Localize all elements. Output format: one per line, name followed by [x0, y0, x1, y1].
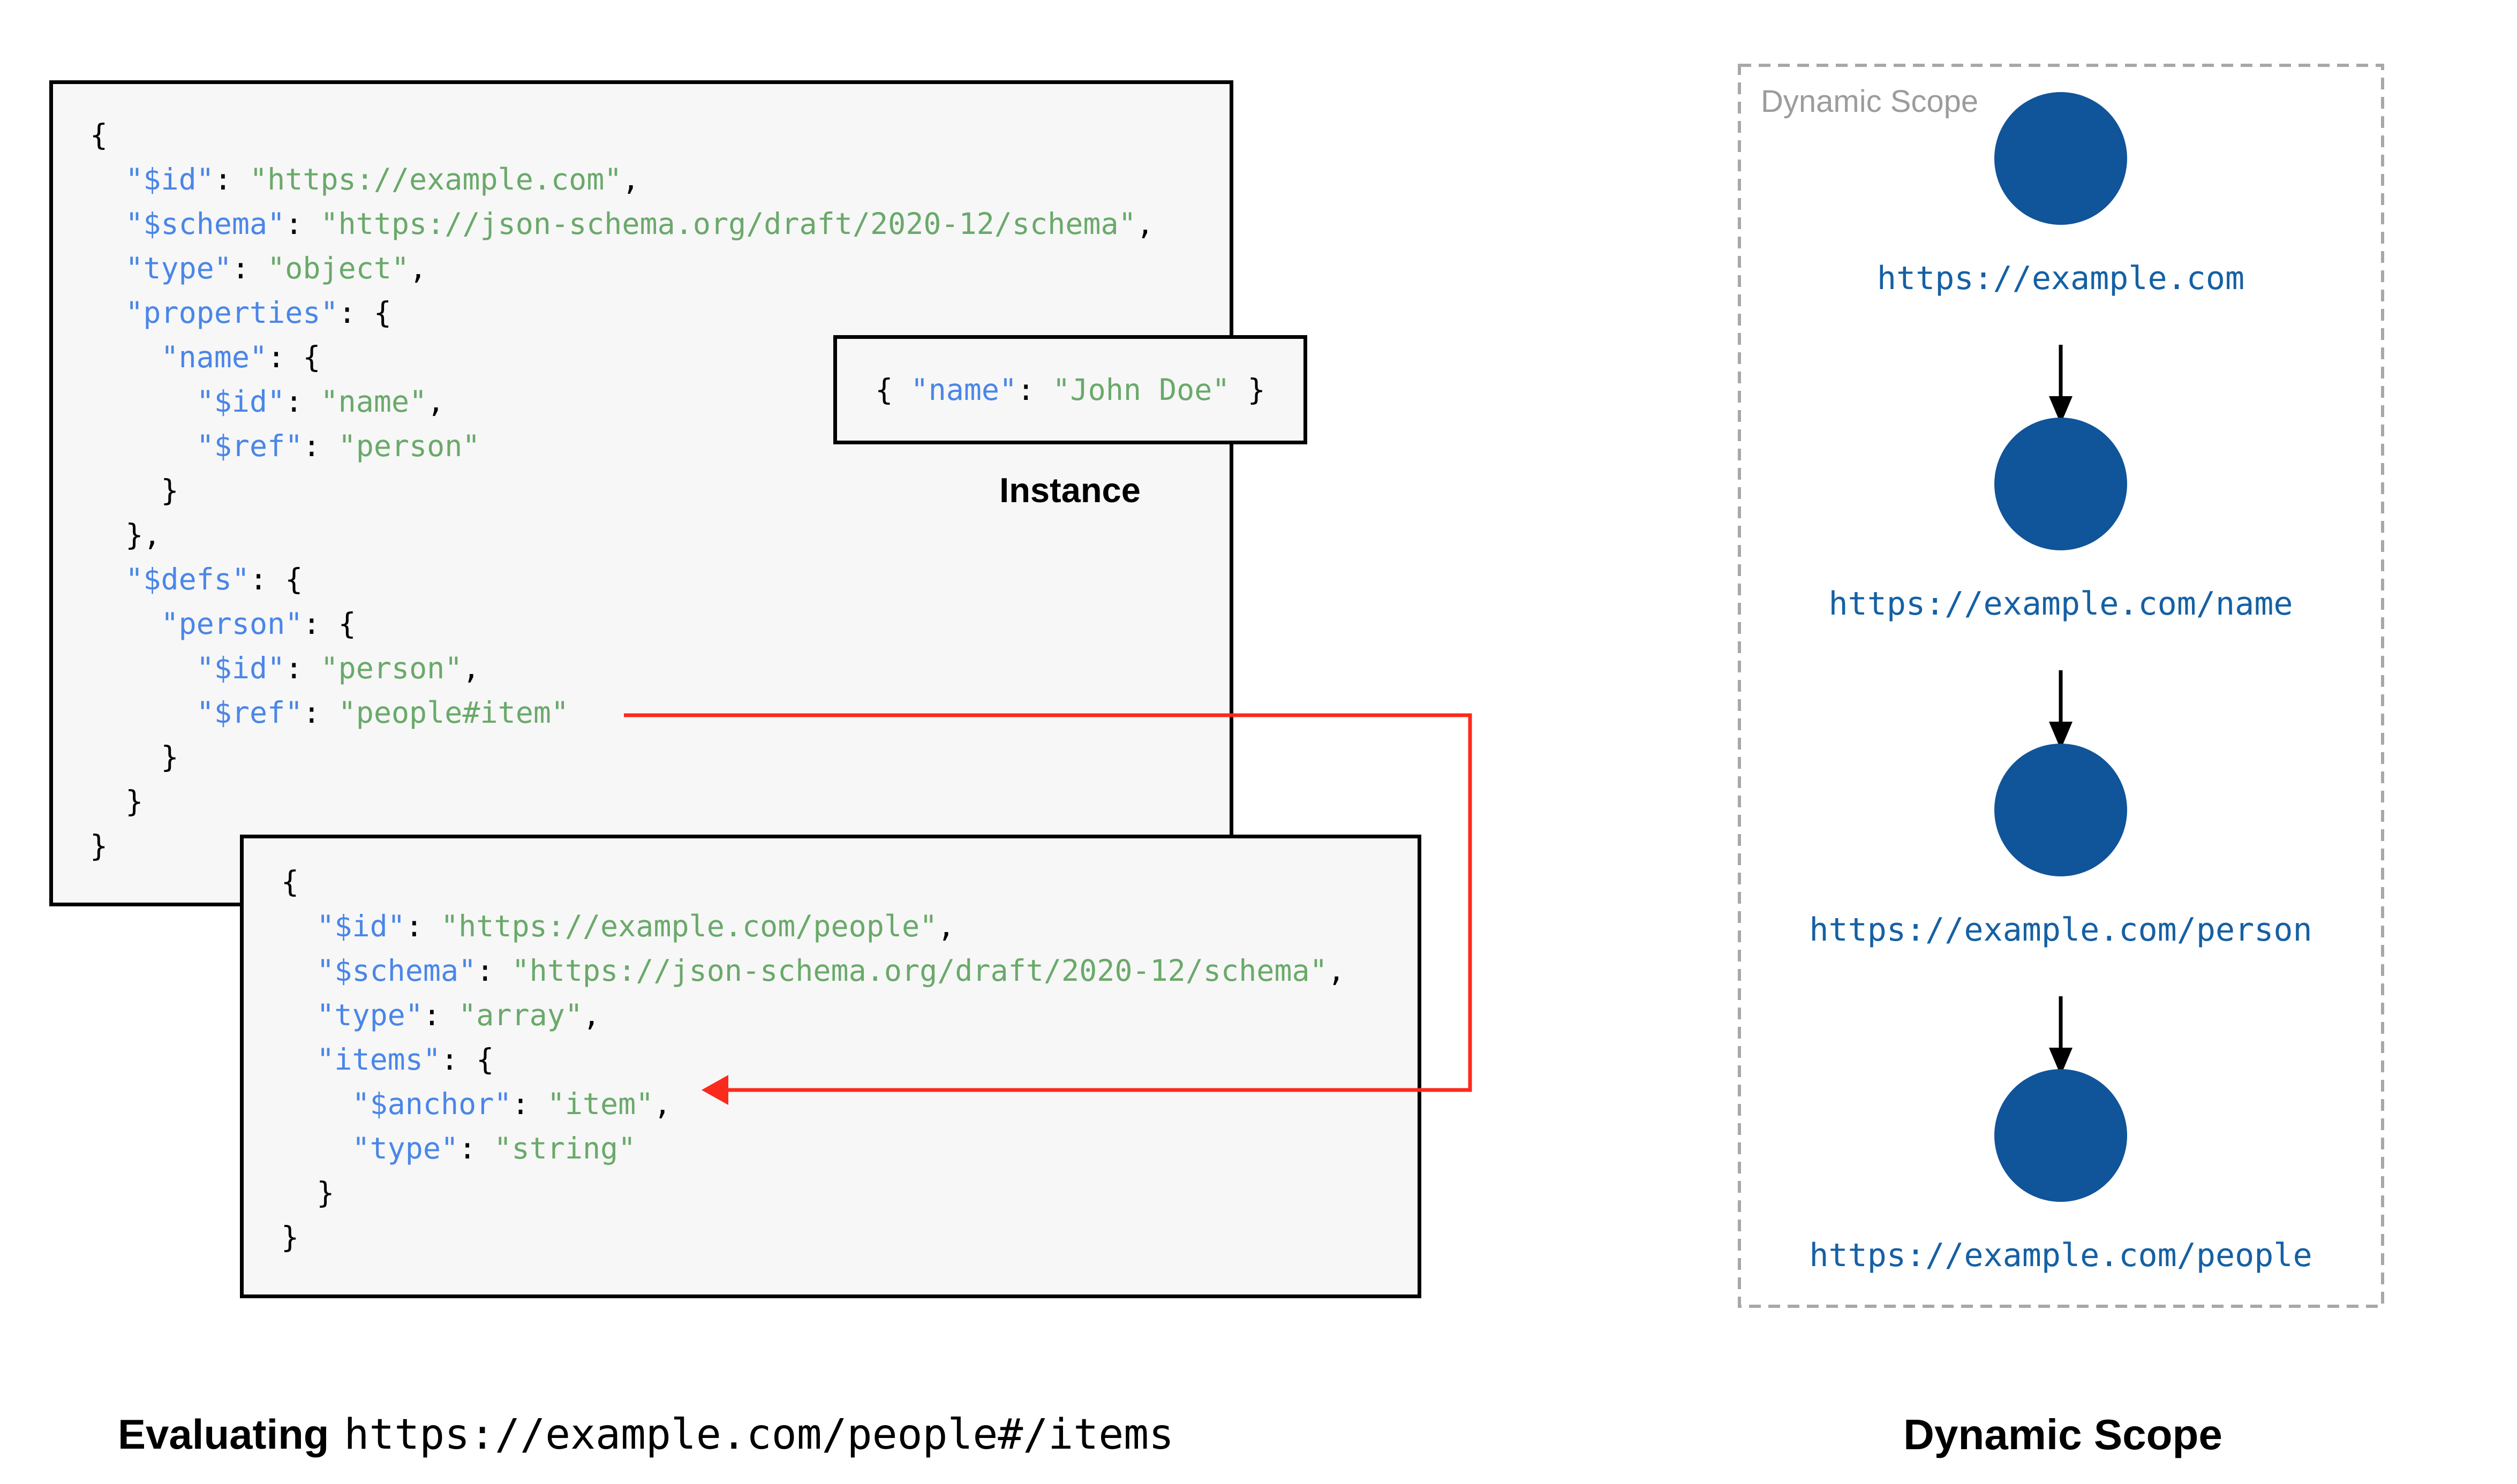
schema-main-code: { "$id": "https://example.com", "$schema…: [90, 118, 1154, 863]
instance-code: { "name": "John Doe" }: [875, 372, 1265, 407]
down-arrow-icon: [2049, 670, 2073, 750]
instance-box: { "name": "John Doe" }: [833, 335, 1307, 444]
scope-node-circle: [1994, 92, 2127, 225]
scope-node-circle: [1994, 743, 2127, 876]
schema-people-box: { "$id": "https://example.com/people", "…: [240, 835, 1421, 1298]
scope-node-url: https://example.com/people: [1809, 1236, 2312, 1274]
scope-node-circle: [1994, 418, 2127, 551]
scope-node-url: https://example.com/name: [1828, 585, 2293, 623]
instance-label: Instance: [999, 471, 1141, 510]
scope-node-url: https://example.com: [1877, 260, 2245, 297]
schema-people-code: { "$id": "https://example.com/people", "…: [281, 865, 1345, 1254]
dynamic-scope-caption: Dynamic Scope: [1903, 1411, 2222, 1458]
evaluating-caption-prefix: Evaluating: [118, 1411, 329, 1458]
scope-node-url: https://example.com/person: [1809, 911, 2312, 949]
evaluating-caption: Evaluating https://example.com/people#/it…: [118, 1410, 1174, 1459]
dynamic-scope-frame-label: Dynamic Scope: [1761, 84, 1979, 119]
down-arrow-icon: [2049, 345, 2073, 424]
scope-node-circle: [1994, 1069, 2127, 1202]
evaluating-caption-url: https://example.com/people#/items: [344, 1411, 1174, 1459]
down-arrow-icon: [2049, 996, 2073, 1076]
